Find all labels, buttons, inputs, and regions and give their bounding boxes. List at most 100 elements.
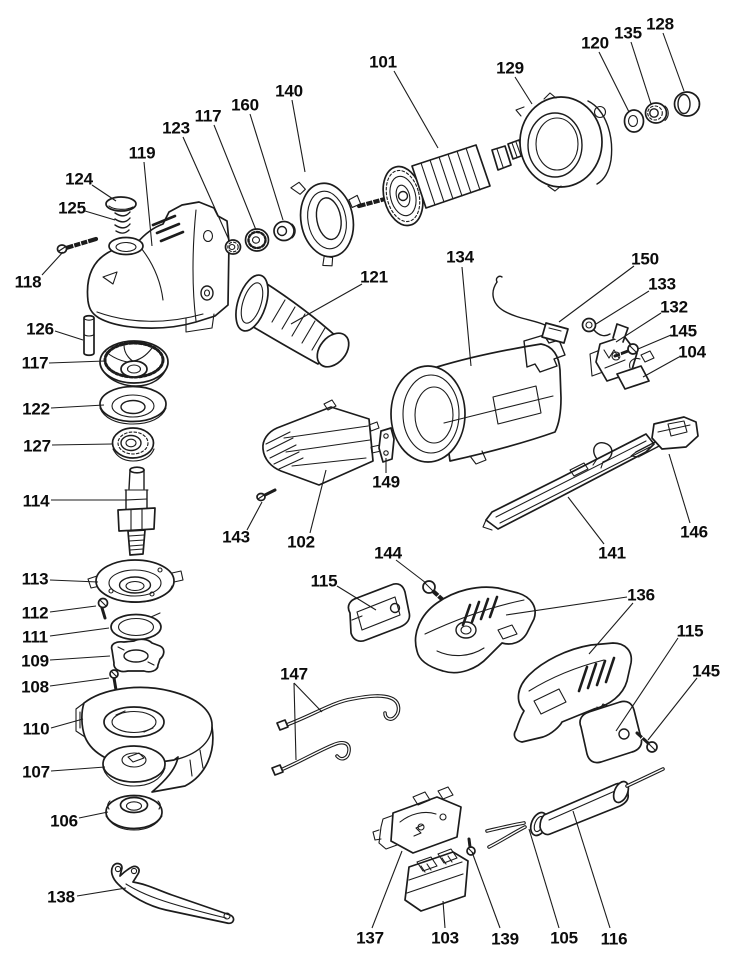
leader-line-115b xyxy=(615,637,679,732)
part-label-129: 129 xyxy=(496,59,524,78)
part-label-111: 111 xyxy=(22,628,48,647)
part-label-139: 139 xyxy=(491,930,519,949)
part-label-137: 137 xyxy=(356,929,384,948)
parts-artwork xyxy=(56,91,701,925)
leader-line-101 xyxy=(393,70,439,149)
leader-line-129 xyxy=(514,76,533,105)
part-label-103: 103 xyxy=(431,929,459,948)
leader-line-145a xyxy=(637,334,672,350)
armature-101-art xyxy=(356,135,534,227)
slide-bar-141-art xyxy=(482,433,655,531)
clamp-flange-140-art xyxy=(290,181,362,267)
leader-line-146 xyxy=(668,453,691,524)
part-label-106: 106 xyxy=(50,812,78,831)
crown-gear-117-art xyxy=(99,340,169,387)
leader-line-104 xyxy=(642,356,680,378)
leader-line-112 xyxy=(49,605,97,613)
leader-line-107 xyxy=(50,766,106,772)
part-label-136: 136 xyxy=(627,586,655,605)
part-label-114: 114 xyxy=(23,492,51,511)
part-label-135: 135 xyxy=(614,24,642,43)
part-label-115a: 115 xyxy=(311,572,338,591)
ball-bearing-135-art xyxy=(644,102,669,124)
screw-108-art xyxy=(109,669,119,692)
part-label-117b: 117 xyxy=(22,354,49,373)
part-label-126: 126 xyxy=(26,320,54,339)
screw-112-art xyxy=(97,597,109,620)
leader-line-139 xyxy=(471,851,501,929)
leader-line-120 xyxy=(598,51,630,113)
leader-line-147-2 xyxy=(293,682,297,761)
washer-120-art xyxy=(623,109,645,133)
part-label-145b: 145 xyxy=(692,662,720,681)
leader-line-119 xyxy=(143,161,153,247)
motor-housing-134-art xyxy=(390,334,566,465)
part-label-104: 104 xyxy=(678,343,707,362)
leader-line-150 xyxy=(558,265,635,323)
part-label-110: 110 xyxy=(23,720,50,739)
leader-line-102 xyxy=(309,469,327,534)
clamp-plate-109-art xyxy=(110,638,165,673)
pin-126-art xyxy=(83,314,95,357)
leader-line-117b xyxy=(48,360,106,364)
leader-line-128 xyxy=(662,32,685,92)
part-label-132: 132 xyxy=(660,298,688,317)
bearing-160-art xyxy=(273,220,296,242)
leader-line-140 xyxy=(291,99,306,173)
part-label-150: 150 xyxy=(631,250,659,269)
part-label-133: 133 xyxy=(648,275,676,294)
flange-washer-122-art xyxy=(99,385,167,425)
spring-125-art xyxy=(114,211,131,234)
field-coil-102-art xyxy=(262,399,382,486)
leader-line-135 xyxy=(630,41,652,105)
part-label-112: 112 xyxy=(22,604,49,623)
part-label-119: 119 xyxy=(129,144,156,163)
part-label-160: 160 xyxy=(231,96,259,115)
nut-123-art xyxy=(224,239,242,255)
leader-line-145b xyxy=(647,677,698,741)
leader-line-110 xyxy=(50,718,84,729)
leader-line-133 xyxy=(595,290,650,325)
part-label-138: 138 xyxy=(47,888,75,907)
part-label-108: 108 xyxy=(21,678,49,697)
part-label-121: 121 xyxy=(360,268,388,287)
leader-line-136-2 xyxy=(588,602,634,655)
part-label-140: 140 xyxy=(275,82,303,101)
switch-plate-115a-art xyxy=(347,582,411,643)
leader-line-111 xyxy=(49,627,110,637)
sleeve-128-art xyxy=(673,91,701,117)
part-label-120: 120 xyxy=(581,34,609,53)
part-label-123: 123 xyxy=(162,119,190,138)
leader-line-124 xyxy=(91,184,117,202)
leader-line-118 xyxy=(41,251,64,276)
leader-line-125 xyxy=(84,210,116,221)
part-label-107: 107 xyxy=(22,763,50,782)
leader-line-121 xyxy=(290,283,363,325)
part-label-102: 102 xyxy=(287,533,315,552)
leader-line-132 xyxy=(615,312,662,343)
leader-line-117a xyxy=(213,124,257,231)
part-label-149: 149 xyxy=(372,473,400,492)
part-label-134: 134 xyxy=(446,248,475,267)
switch-103-art xyxy=(404,848,469,912)
part-label-127: 127 xyxy=(23,437,51,456)
leader-line-134 xyxy=(461,266,472,367)
side-handle-121-art xyxy=(235,274,350,368)
wrench-138-art xyxy=(110,862,235,925)
leader-line-106 xyxy=(78,811,109,819)
baffle-plate-149-art xyxy=(378,427,395,463)
leader-line-105 xyxy=(528,828,560,929)
part-label-101: 101 xyxy=(369,53,397,72)
part-label-144: 144 xyxy=(374,544,403,563)
wheel-guard-110-art xyxy=(75,686,214,793)
screw-145a-art xyxy=(613,343,639,358)
part-label-105: 105 xyxy=(550,929,578,948)
ball-bearing-127-art xyxy=(111,427,155,462)
pinion-gear-117-art xyxy=(244,228,270,252)
leader-line-147-1 xyxy=(293,682,323,713)
leader-line-127 xyxy=(51,443,113,446)
spindle-114-art xyxy=(117,466,156,556)
